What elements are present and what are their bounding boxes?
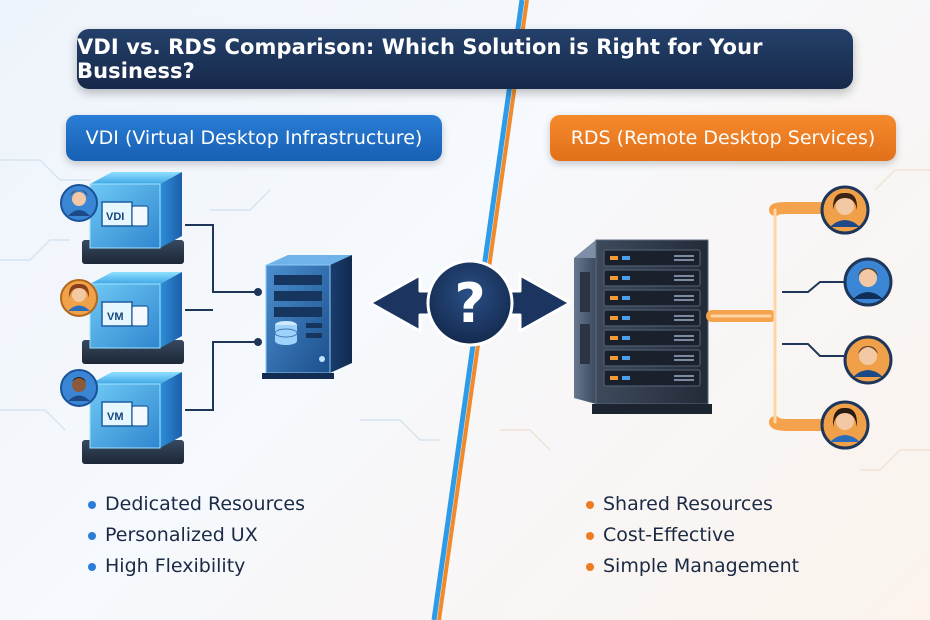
rds-user-3 [843,335,893,385]
rds-branch-lines [782,281,845,357]
page-title: VDI vs. RDS Comparison: Which Solution i… [77,29,853,89]
vdi-desktop-3: VM [60,369,184,464]
desktop-screen [101,301,133,327]
rds-user-4 [820,400,870,450]
question-mark-icon [426,259,514,347]
bullet-dot-icon [88,500,96,509]
vdi-desktop-2: VM [60,272,184,364]
vdi-server-icon [262,255,352,379]
bullet-dot-icon [88,562,96,571]
desktop-tag: VDI [106,211,124,223]
doc-icon [131,205,149,227]
rds-section-label: RDS (Remote Desktop Services) [550,115,896,161]
doc-icon [131,405,149,427]
vdi-section-label: VDI (Virtual Desktop Infrastructure) [66,115,442,161]
vdi-feature: High Flexibility [105,555,246,577]
doc-icon [131,305,149,327]
rds-feature: Simple Management [603,555,800,577]
question-glyph: ? [454,272,485,335]
desktop-screen [101,201,133,227]
bullet-dot-icon [586,531,594,540]
desktop-tag: VM [107,311,124,323]
page-title-text: VDI vs. RDS Comparison: Which Solution i… [77,35,763,83]
vdi-label-text: VDI (Virtual Desktop Infrastructure) [85,127,423,149]
bullet-dot-icon [88,531,96,540]
bullet-dot-icon [586,500,594,509]
vdi-connectors [185,224,262,411]
rds-feature: Shared Resources [603,493,773,515]
rds-user-1 [820,185,870,235]
rds-user-2 [843,257,893,307]
bullet-dot-icon [586,562,594,571]
rds-label-text: RDS (Remote Desktop Services) [570,127,876,149]
database-icon [274,321,298,345]
vdi-desktop-1: VDI [60,172,184,264]
rds-server-rack-icon [574,239,712,414]
list-item: High Flexibility [88,551,305,582]
desktop-tag: VM [107,411,124,423]
vdi-feature-list: Dedicated Resources Personalized UX High… [88,489,305,582]
list-item: Personalized UX [88,520,305,551]
desktop-screen [101,401,133,427]
vdi-feature: Personalized UX [105,524,258,546]
list-item: Simple Management [586,551,799,582]
vdi-feature: Dedicated Resources [105,493,306,515]
rds-feature-list: Shared Resources Cost-Effective Simple M… [586,489,799,582]
list-item: Dedicated Resources [88,489,305,520]
circuit-background [0,159,440,441]
rds-connectors [706,202,826,431]
rds-feature: Cost-Effective [603,524,735,546]
list-item: Shared Resources [586,489,799,520]
list-item: Cost-Effective [586,520,799,551]
